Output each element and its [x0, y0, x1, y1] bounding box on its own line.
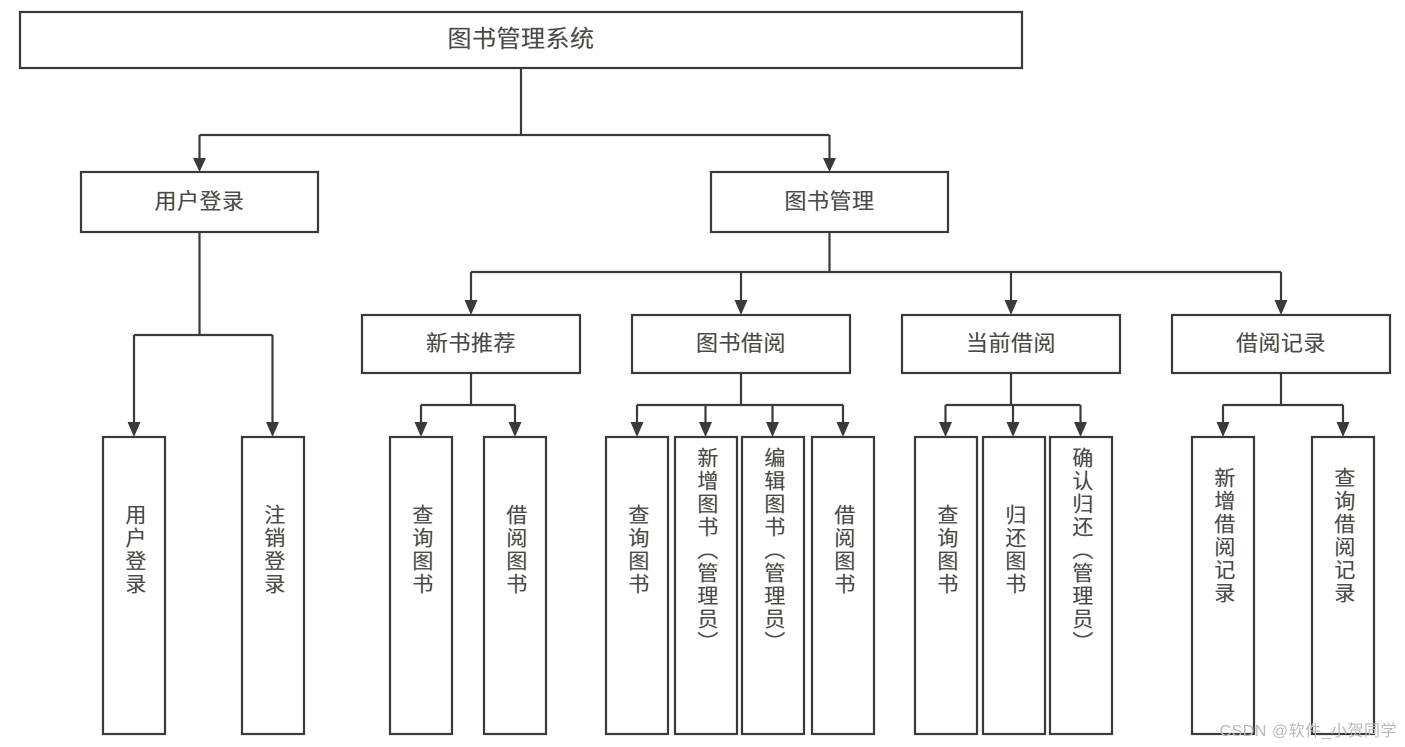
node-box-leaf-add-record[interactable]	[1190, 435, 1256, 736]
edge-root-bus	[199, 68, 830, 137]
node-box-leaf-query-book-2[interactable]	[604, 435, 670, 736]
edge-to-new-book-rec	[464, 272, 478, 315]
edge-book-mgmt-bus	[471, 232, 1281, 274]
edge-new-book-rec-bus	[414, 373, 522, 437]
node-box-leaf-add-book[interactable]	[673, 435, 739, 736]
edge-borrow-record-bus	[1216, 373, 1350, 437]
edge-book-borrow-bus	[630, 373, 850, 437]
edge-to-current-borrow	[1004, 272, 1018, 315]
node-box-user-login[interactable]	[79, 170, 320, 234]
node-box-new-book-rec[interactable]	[360, 313, 582, 375]
node-box-leaf-query-book-3[interactable]	[913, 435, 979, 736]
node-box-current-borrow[interactable]	[900, 313, 1122, 375]
edge-current-borrow-bus	[939, 373, 1087, 437]
node-box-leaf-borrow-book-2[interactable]	[810, 435, 876, 736]
node-box-leaf-borrow-book-1[interactable]	[482, 435, 548, 736]
node-box-root[interactable]	[18, 10, 1024, 70]
node-box-book-mgmt[interactable]	[709, 170, 950, 234]
node-box-borrow-record[interactable]	[1170, 313, 1392, 375]
node-box-leaf-query-book-1[interactable]	[388, 435, 454, 736]
edge-user-login-bus	[127, 232, 279, 437]
edge-root-to-book-mgmt	[823, 135, 836, 172]
node-box-leaf-user-login[interactable]	[101, 435, 167, 736]
edge-to-borrow-record	[1274, 272, 1288, 315]
edge-to-book-borrow	[734, 272, 748, 315]
watermark-text: CSDN @软件_小贺同学	[1219, 723, 1397, 740]
node-box-leaf-return-book[interactable]	[981, 435, 1047, 736]
node-box-leaf-confirm-return[interactable]	[1048, 435, 1114, 736]
edge-root-to-user-login	[193, 135, 206, 172]
node-box-book-borrow[interactable]	[630, 313, 852, 375]
node-box-leaf-query-record[interactable]	[1310, 435, 1376, 736]
node-box-leaf-edit-book[interactable]	[740, 435, 806, 736]
node-box-leaf-user-logout[interactable]	[240, 435, 306, 736]
